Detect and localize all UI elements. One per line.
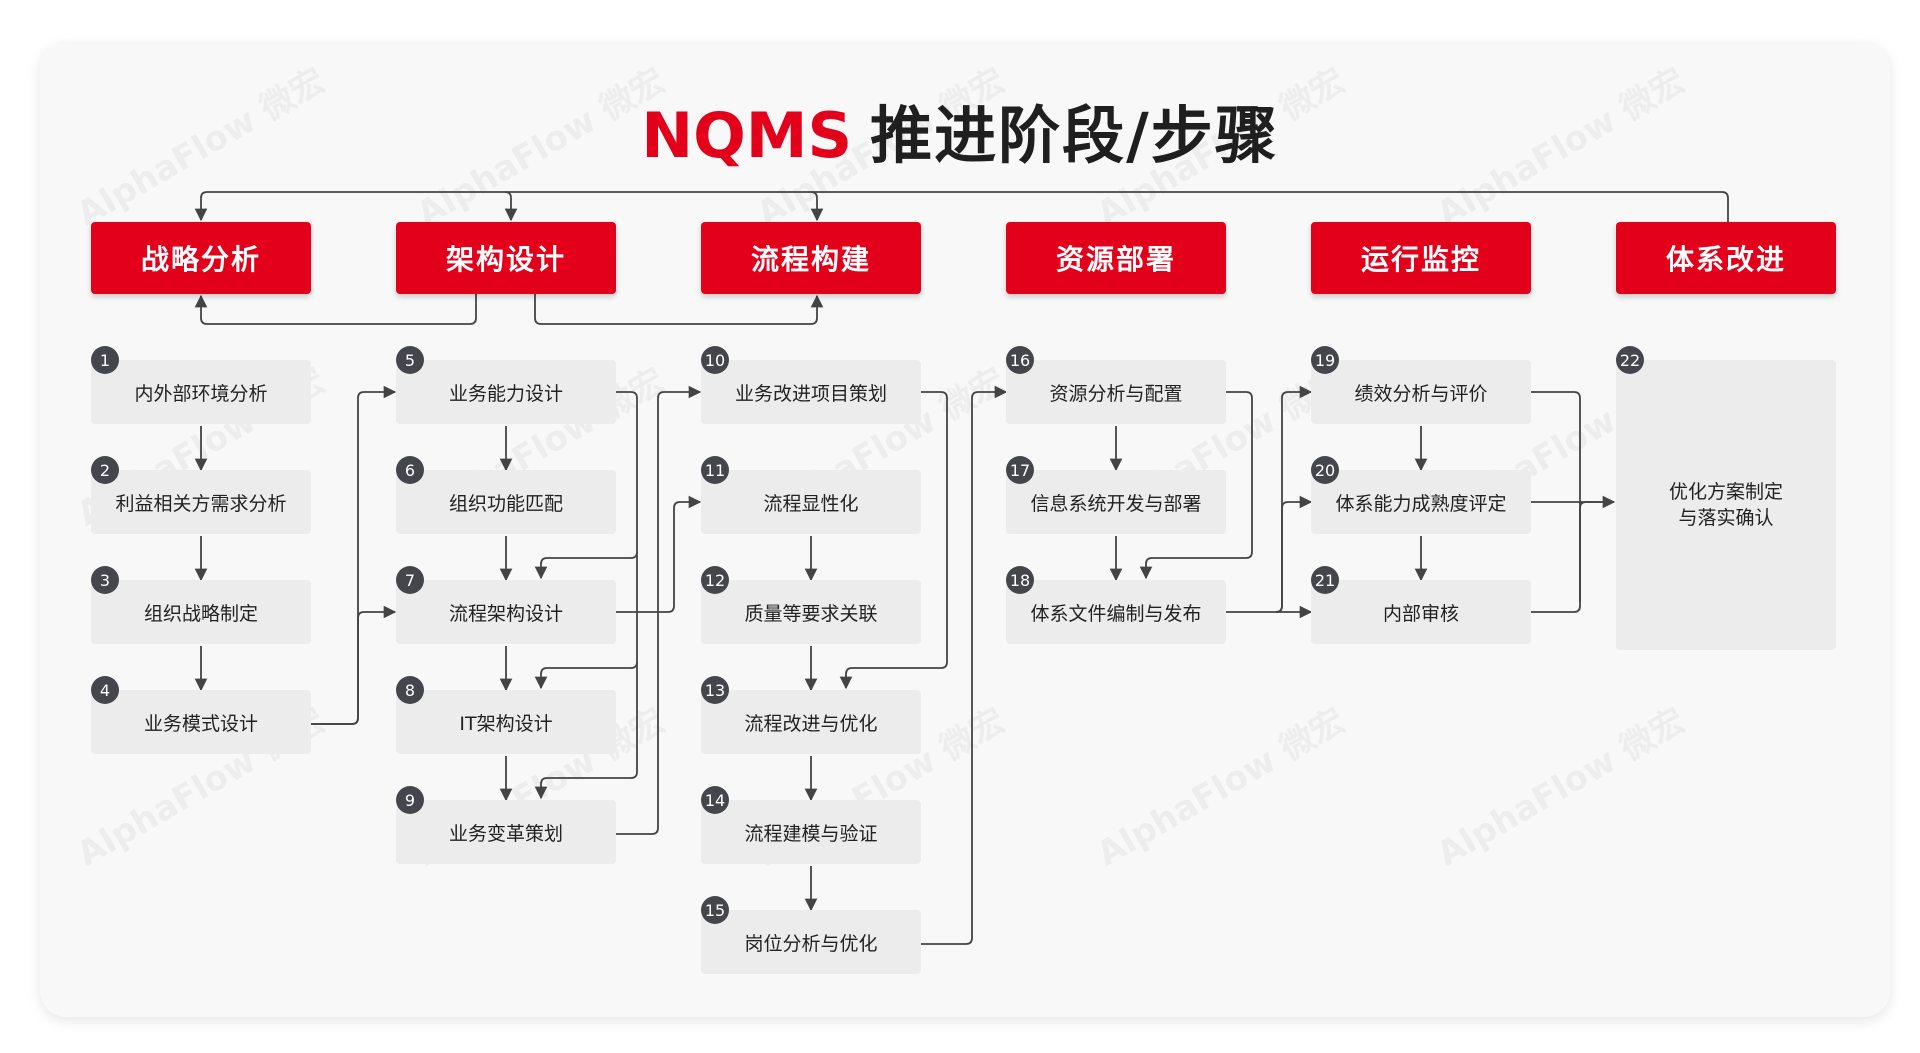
step-number-badge: 15 [701, 896, 729, 924]
phase-resource-deployment: 资源部署 [1006, 222, 1226, 294]
step-arrow [921, 385, 1008, 945]
step-box: 流程改进与优化 [701, 690, 921, 754]
feedback-line [504, 191, 518, 222]
step-arrow [1531, 391, 1581, 602]
phase-strategy-analysis: 战略分析 [91, 222, 311, 294]
title-text: 推进阶段/步骤 [870, 99, 1279, 172]
step-box: 业务变革策划 [396, 800, 616, 864]
feedback-line [194, 191, 1729, 222]
diagram-card [40, 42, 1890, 1017]
phase-loop [194, 294, 477, 325]
step-box: 组织功能匹配 [396, 470, 616, 534]
step-box: IT架构设计 [396, 690, 616, 754]
step-box: 业务改进项目策划 [701, 360, 921, 424]
title-brand: NQMS [641, 99, 853, 172]
step-arrow [311, 605, 397, 725]
step-arrow [534, 391, 638, 580]
step-box-final: 优化方案制定 与落实确认 [1616, 360, 1836, 650]
step-label-line2: 与落实确认 [1678, 507, 1774, 529]
step-number-badge: 5 [396, 346, 424, 374]
step-box: 资源分析与配置 [1006, 360, 1226, 424]
step-number-badge: 21 [1311, 566, 1339, 594]
step-number-badge: 17 [1006, 456, 1034, 484]
step-box: 内外部环境分析 [91, 360, 311, 424]
step-box: 流程建模与验证 [701, 800, 921, 864]
phase-process-building: 流程构建 [701, 222, 921, 294]
phase-system-improvement: 体系改进 [1616, 222, 1836, 294]
step-box: 体系文件编制与发布 [1006, 580, 1226, 644]
step-box: 组织战略制定 [91, 580, 311, 644]
step-number-badge: 18 [1006, 566, 1034, 594]
step-number-badge: 9 [396, 786, 424, 814]
step-box: 内部审核 [1311, 580, 1531, 644]
step-number-badge: 2 [91, 456, 119, 484]
step-number-badge: 6 [396, 456, 424, 484]
step-box: 利益相关方需求分析 [91, 470, 311, 534]
phase-architecture-design: 架构设计 [396, 222, 616, 294]
step-number-badge: 22 [1616, 346, 1644, 374]
step-label-line1: 优化方案制定 [1668, 481, 1783, 503]
phase-operation-monitoring: 运行监控 [1311, 222, 1531, 294]
step-number-badge: 16 [1006, 346, 1034, 374]
step-box: 绩效分析与评价 [1311, 360, 1531, 424]
step-number-badge: 20 [1311, 456, 1339, 484]
step-arrow [1531, 502, 1614, 618]
step-number-badge: 8 [396, 676, 424, 704]
phase-loop [534, 294, 824, 325]
step-number-badge: 3 [91, 566, 119, 594]
feedback-line [810, 191, 824, 222]
step-arrow [616, 385, 702, 835]
step-arrow [1531, 501, 1614, 613]
step-box: 流程显性化 [701, 470, 921, 534]
step-box: 业务能力设计 [396, 360, 616, 424]
step-box: 流程架构设计 [396, 580, 616, 644]
step-number-badge: 19 [1311, 346, 1339, 374]
step-arrow [534, 662, 638, 800]
step-number-badge: 1 [91, 346, 119, 374]
step-box: 体系能力成熟度评定 [1311, 470, 1531, 534]
step-box: 岗位分析与优化 [701, 910, 921, 974]
step-box: 信息系统开发与部署 [1006, 470, 1226, 534]
step-number-badge: 7 [396, 566, 424, 594]
step-box: 质量等要求关联 [701, 580, 921, 644]
step-number-badge: 12 [701, 566, 729, 594]
step-number-badge: 14 [701, 786, 729, 814]
step-box: 业务模式设计 [91, 690, 311, 754]
step-arrow [616, 495, 702, 613]
step-number-badge: 11 [701, 456, 729, 484]
step-number-badge: 10 [701, 346, 729, 374]
step-arrow [839, 391, 948, 690]
step-number-badge: 13 [701, 676, 729, 704]
step-number-badge: 4 [91, 676, 119, 704]
step-arrow [1275, 495, 1313, 613]
step-arrow [311, 385, 397, 725]
step-arrow [1139, 391, 1253, 580]
